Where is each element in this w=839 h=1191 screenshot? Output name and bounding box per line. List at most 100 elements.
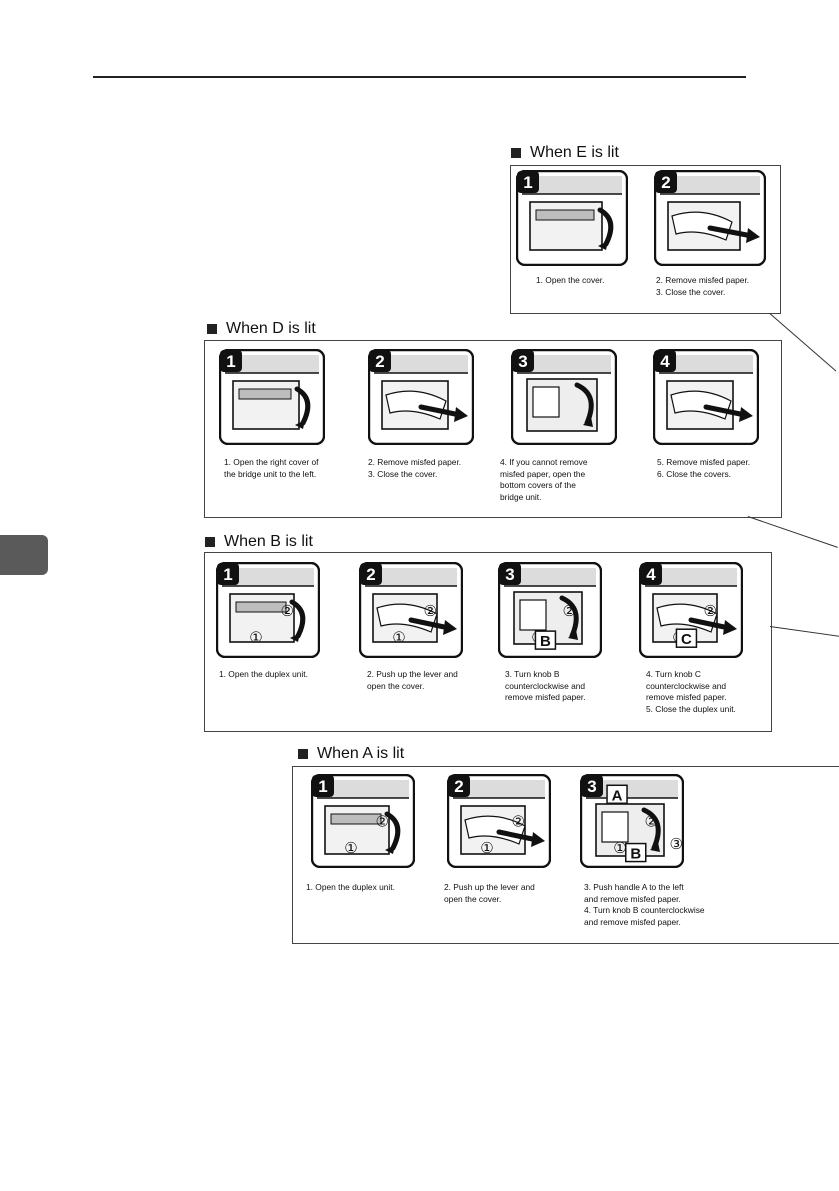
label-b: B (540, 633, 551, 650)
callout-two: ② (644, 813, 657, 831)
caption-d-step-4: 5. Remove misfed paper.6. Close the cove… (657, 457, 750, 480)
section-title-e-text: When E is lit (530, 144, 619, 161)
caption-line: 1. Open the right cover of (224, 457, 319, 467)
illustration-d-step-1: 1 (219, 349, 325, 445)
bullet-square-icon (205, 537, 215, 547)
callout-two: ② (703, 602, 716, 620)
bullet-square-icon (207, 324, 217, 334)
caption-line: counterclockwise and (505, 680, 586, 691)
chapter-tab (0, 535, 48, 575)
caption-line: remove misfed paper. (646, 692, 727, 702)
caption-line: 3. Push handle A to the left (584, 882, 684, 892)
step-number: 2 (661, 173, 670, 192)
caption-d-step-2: 2. Remove misfed paper.3. Close the cove… (368, 457, 461, 480)
section-title-d: When D is lit (207, 320, 316, 338)
caption-b-step-4: 4. Turn knob C counterclockwise and remo… (646, 669, 736, 715)
bullet-square-icon (511, 148, 521, 158)
step-number: 2 (454, 777, 463, 796)
caption-line: 3. Close the cover. (656, 286, 726, 297)
illustration-d-step-2: 2 (368, 349, 474, 445)
section-title-e: When E is lit (511, 144, 619, 162)
caption-e-step-1: 1. Open the cover. (536, 275, 604, 287)
caption-e-step-2: 2. Remove misfed paper.3. Close the cove… (656, 275, 749, 298)
leader-line-b (769, 626, 839, 637)
header-rule (93, 76, 746, 78)
illustration-b-step-3: 3①②B (498, 562, 602, 658)
caption-a-step-3: 3. Push handle A to the left and remove … (584, 882, 705, 928)
callout-one: ① (613, 839, 626, 857)
callout-two: ② (562, 602, 575, 620)
caption-line: 5. Close the duplex unit. (646, 703, 736, 714)
caption-d-step-1: 1. Open the right cover of the bridge un… (224, 457, 319, 480)
caption-line: counterclockwise and (646, 680, 727, 691)
caption-d-step-3: 4. If you cannot remove misfed paper, op… (500, 457, 588, 503)
step-number: 2 (375, 352, 384, 371)
callout-one: ① (480, 839, 493, 857)
section-title-b: When B is lit (205, 533, 313, 551)
step-number: 1 (223, 565, 232, 584)
step-number: 3 (587, 777, 596, 796)
callout-one: ① (249, 629, 262, 647)
callout-two: ② (375, 813, 388, 831)
caption-line: 3. Close the cover. (368, 468, 438, 479)
caption-line: 1. Open the duplex unit. (219, 669, 308, 679)
callout-two: ② (280, 602, 293, 620)
caption-line: 2. Remove misfed paper. (656, 275, 750, 285)
illustration-e-step-1: 1 (516, 170, 628, 266)
caption-line: the bridge unit to the left. (224, 468, 317, 479)
caption-line: 1. Open the duplex unit. (306, 882, 395, 892)
label-a: A (612, 787, 623, 804)
callout-one: ① (344, 839, 357, 857)
illustration-b-step-4: 4①②C (639, 562, 743, 658)
section-title-a-text: When A is lit (317, 745, 405, 762)
caption-a-step-1: 1. Open the duplex unit. (306, 882, 395, 894)
caption-line: 2. Push up the lever and (444, 882, 535, 892)
step-number: 4 (660, 352, 670, 371)
step-number: 1 (318, 777, 327, 796)
illustration-e-step-2: 2 (654, 170, 766, 266)
caption-line: misfed paper, open the (500, 468, 586, 479)
caption-line: and remove misfed paper. (584, 893, 681, 904)
caption-line: and remove misfed paper. (584, 916, 681, 927)
step-number: 1 (523, 173, 532, 192)
caption-line: 4. Turn knob B counterclockwise (584, 905, 705, 915)
caption-line: 2. Remove misfed paper. (368, 457, 462, 467)
caption-line: 6. Close the covers. (657, 468, 732, 479)
caption-line: bridge unit. (500, 491, 542, 502)
caption-line: remove misfed paper. (505, 692, 586, 702)
caption-line: 4. Turn knob C (646, 669, 701, 679)
caption-a-step-2: 2. Push up the lever and open the cover. (444, 882, 535, 905)
caption-b-step-1: 1. Open the duplex unit. (219, 669, 308, 681)
callout-one: ① (392, 629, 405, 647)
caption-line: 5. Remove misfed paper. (657, 457, 751, 467)
step-number: 3 (505, 565, 514, 584)
caption-line: open the cover. (367, 680, 425, 691)
bullet-square-icon (298, 749, 308, 759)
step-number: 3 (518, 352, 527, 371)
leader-line-d (747, 516, 838, 548)
callout-two: ② (511, 813, 524, 831)
caption-b-step-3: 3. Turn knob B counterclockwise and remo… (505, 669, 586, 704)
caption-b-step-2: 2. Push up the lever and open the cover. (367, 669, 458, 692)
caption-line: 1. Open the cover. (536, 275, 605, 285)
callout-three: ③ (669, 835, 682, 853)
label-c: C (681, 631, 692, 648)
label-b: B (630, 846, 641, 863)
illustration-d-step-4: 4 (653, 349, 759, 445)
section-title-a: When A is lit (298, 745, 404, 763)
caption-line: 3. Turn knob B (505, 669, 560, 679)
section-title-b-text: When B is lit (224, 533, 313, 550)
caption-line: open the cover. (444, 893, 502, 904)
section-title-d-text: When D is lit (226, 320, 316, 337)
callout-two: ② (423, 602, 436, 620)
caption-line: bottom covers of the (500, 480, 576, 490)
caption-line: 2. Push up the lever and (367, 669, 458, 679)
illustration-d-step-3: 3 (511, 349, 617, 445)
step-number: 4 (646, 565, 656, 584)
caption-line: 4. If you cannot remove (500, 457, 588, 467)
step-number: 2 (366, 565, 375, 584)
